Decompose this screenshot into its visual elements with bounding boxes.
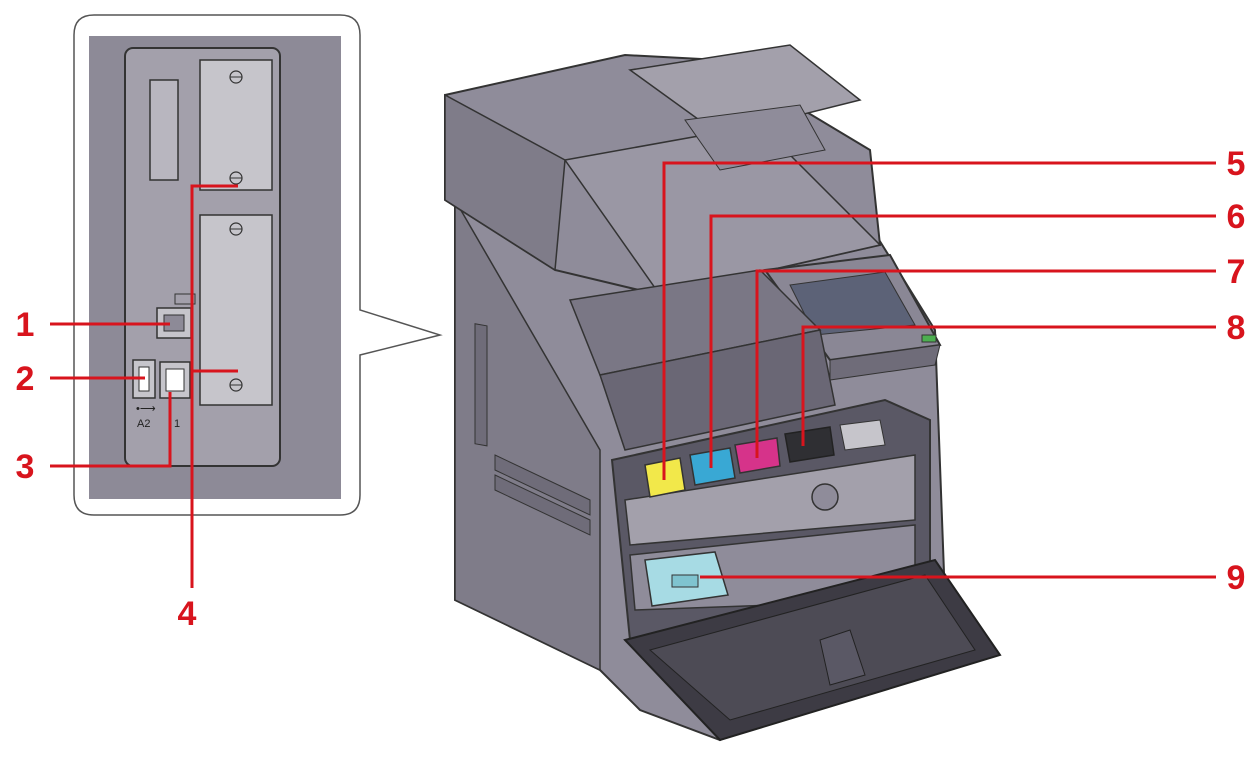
callout-3: 3: [16, 448, 35, 486]
toner-housing: [624, 454, 916, 546]
panel-slot: [149, 79, 179, 181]
callout-2: 2: [16, 360, 35, 398]
printer: [444, 44, 1002, 742]
callout-9: 9: [1227, 559, 1246, 597]
callout-8: 8: [1227, 309, 1246, 347]
callout-6: 6: [1227, 198, 1246, 236]
callout-lines: [50, 161, 1216, 588]
callout-4: 4: [178, 595, 197, 633]
start-key-icon: [921, 334, 937, 343]
port-label-1: 1: [174, 418, 180, 430]
waste-toner-box: [644, 551, 729, 607]
callout-5: 5: [1227, 145, 1246, 183]
callout-7: 7: [1227, 253, 1246, 291]
callout-1: 1: [16, 306, 35, 344]
inset-zoom: •⟶ A2 1: [73, 14, 443, 516]
network-icon: [174, 293, 196, 305]
toner-container-black: [784, 426, 835, 463]
printer-side: [454, 197, 601, 672]
option-slot-cover-top: [199, 59, 273, 191]
option-slot-cover-bottom: [199, 214, 273, 406]
port-label-a2: A2: [137, 418, 150, 430]
usb-icon: •⟶: [136, 403, 156, 415]
